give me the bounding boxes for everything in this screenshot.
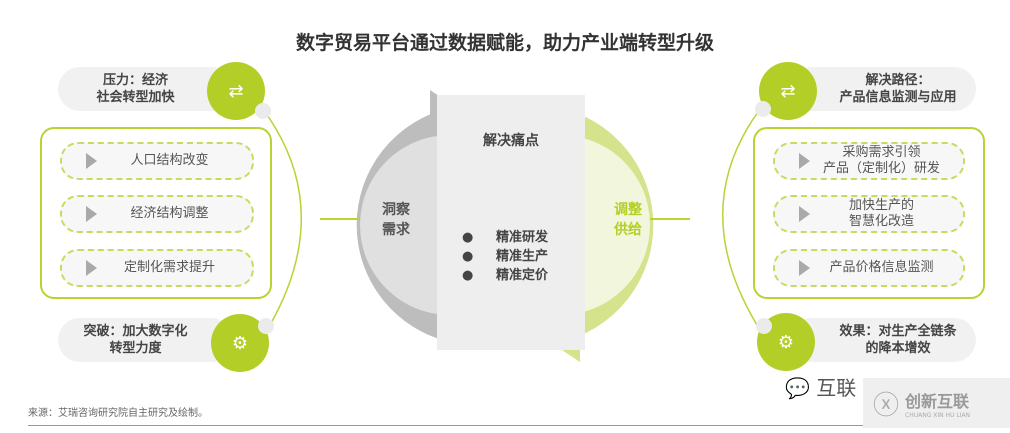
right-arc-arrow (560, 108, 654, 342)
right-label-line: 调整 (614, 202, 642, 218)
bullet-item: ● 精准生产 (462, 249, 548, 264)
footer-divider (28, 425, 1008, 426)
pressure-pill: 压力：经济社会转型加快 (58, 67, 233, 111)
brand-logo-icon: ⓧ (873, 390, 900, 421)
connector-dot (756, 318, 772, 334)
list-item: 定制化需求提升 (60, 249, 254, 287)
item-text: 经济结构调整 (130, 206, 209, 221)
wechat-icon: 💬 (785, 376, 810, 400)
left-label-line: 洞察 (382, 202, 410, 218)
pill-line: 产品信息监测与应用 (839, 90, 957, 105)
list-item: 加快生产的智慧化改造 (773, 195, 965, 233)
brand-name-en: CHUANG XIN HU LIAN (905, 411, 971, 419)
list-item: 产品价格信息监测 (773, 249, 965, 287)
item-text: 产品（定制化）研发 (822, 161, 940, 176)
item-text: 智慧化改造 (848, 214, 914, 229)
center-panel (437, 95, 585, 350)
brand-name: 创新互联 (905, 391, 970, 411)
gears-icon: ⚙ (211, 314, 269, 372)
right-label-line: 供给 (614, 222, 642, 238)
left-factors-box (40, 127, 272, 299)
pill-line: 的降本增效 (865, 341, 931, 356)
connector-dot (755, 101, 771, 117)
item-text: 产品价格信息监测 (829, 260, 934, 275)
bullet-text: 精准研发 (495, 230, 548, 245)
source-note: 来源：艾瑞咨询研究院自主研究及绘制。 (28, 408, 208, 419)
left-label-line: 需求 (382, 222, 410, 238)
left-arc-arrow (356, 108, 450, 342)
insight-demand-label: 洞察 需求 (366, 200, 426, 240)
pill-line: 社会转型加快 (96, 90, 175, 105)
triangle-icon (86, 153, 97, 169)
connector-dot (255, 103, 271, 119)
wechat-watermark-text: 互联 (816, 376, 857, 400)
pill-line: 效果：对生产全链条 (839, 324, 957, 339)
center-heading: 解决痛点 (483, 133, 539, 149)
pill-line: 解决路径： (865, 73, 931, 88)
triangle-icon (799, 206, 810, 222)
bullet-text: 精准定价 (495, 268, 548, 283)
breakthrough-pill: 突破：加大数字化转型力度 (58, 318, 233, 362)
wechat-watermark: 💬 互联 (785, 372, 856, 401)
effect-pill: 效果：对生产全链条的降本增效 (790, 318, 976, 362)
pill-line: 压力：经济 (102, 73, 168, 88)
pill-line: 突破：加大数字化 (83, 324, 188, 339)
item-text: 定制化需求提升 (123, 260, 215, 275)
item-text: 加快生产的 (848, 198, 914, 213)
triangle-icon (86, 260, 97, 276)
list-item: 人口结构改变 (60, 142, 254, 180)
triangle-icon (799, 153, 810, 169)
page-title: 数字贸易平台通过数据赋能，助力产业端转型升级 (295, 32, 714, 54)
item-text: 人口结构改变 (130, 153, 209, 168)
triangle-icon (799, 260, 810, 276)
right-actions-box (753, 127, 985, 299)
triangle-icon (86, 206, 97, 222)
adjust-supply-label: 调整 供给 (598, 200, 658, 240)
cycle-diagram (320, 90, 690, 362)
pill-line: 转型力度 (109, 341, 162, 356)
item-text: 采购需求引领 (842, 145, 921, 160)
connector-dot (258, 318, 274, 334)
bullet-text: 精准生产 (495, 249, 548, 264)
bullet-item: ● 精准研发 (462, 230, 548, 245)
list-item: 采购需求引领产品（定制化）研发 (773, 142, 965, 180)
list-item: 经济结构调整 (60, 195, 254, 233)
bullet-list: ● 精准研发 ● 精准生产 ● 精准定价 (462, 228, 548, 285)
solution-path-pill: 解决路径： 产品信息监测与应用 (790, 67, 976, 111)
bullet-item: ● 精准定价 (462, 268, 548, 283)
